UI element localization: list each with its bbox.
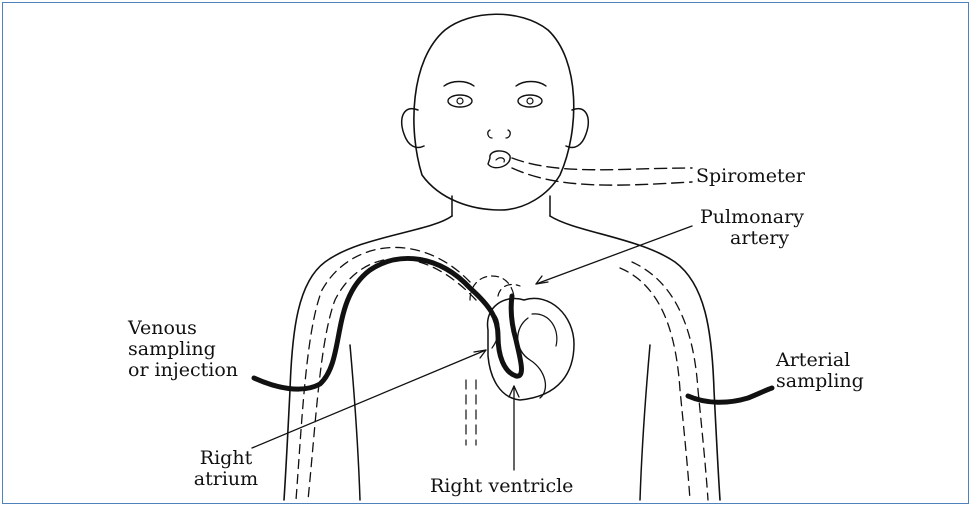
right-inner-arm bbox=[640, 345, 650, 500]
right-atrium-label-line1: Right bbox=[190, 448, 262, 469]
left-inner-arm bbox=[350, 345, 360, 500]
nose bbox=[488, 130, 510, 138]
spirometer-label: Spirometer bbox=[696, 166, 805, 187]
arterial-label-line2: sampling bbox=[776, 371, 864, 392]
right-atrium-label: Right atrium bbox=[190, 448, 262, 490]
right-eye-icon bbox=[518, 95, 542, 107]
arterial-sampling-label: Arterial sampling bbox=[776, 350, 864, 392]
right-arm-vessel bbox=[620, 268, 690, 500]
right-ventricle-label: Right ventricle bbox=[430, 476, 573, 497]
venous-sampling-label: Venous sampling or injection bbox=[128, 318, 238, 381]
pulmonary-artery-label-line2: artery bbox=[700, 228, 820, 249]
venous-label-line1: Venous bbox=[128, 318, 238, 339]
pulmonary-artery-label-line1: Pulmonary bbox=[700, 207, 820, 228]
left-arm-vessel bbox=[308, 259, 476, 500]
arterial-label-line1: Arterial bbox=[776, 350, 864, 371]
venous-label-line3: or injection bbox=[128, 360, 238, 381]
mouth bbox=[488, 151, 510, 168]
left-ear bbox=[402, 109, 424, 148]
spirometer-tube-lower bbox=[512, 168, 692, 185]
right-brow bbox=[516, 82, 546, 87]
pulmonary-artery-pointer bbox=[536, 226, 692, 284]
venous-label-line2: sampling bbox=[128, 339, 238, 360]
pulmonary-artery-label: Pulmonary artery bbox=[700, 207, 820, 249]
right-atrium-label-line2: atrium bbox=[190, 469, 262, 490]
left-eye-icon bbox=[448, 95, 472, 107]
spirometer-tube-upper bbox=[512, 158, 692, 170]
right-atrium-pointer bbox=[252, 350, 486, 448]
right-ear bbox=[566, 109, 588, 148]
left-brow bbox=[444, 82, 474, 87]
arterial-catheter bbox=[688, 388, 772, 402]
